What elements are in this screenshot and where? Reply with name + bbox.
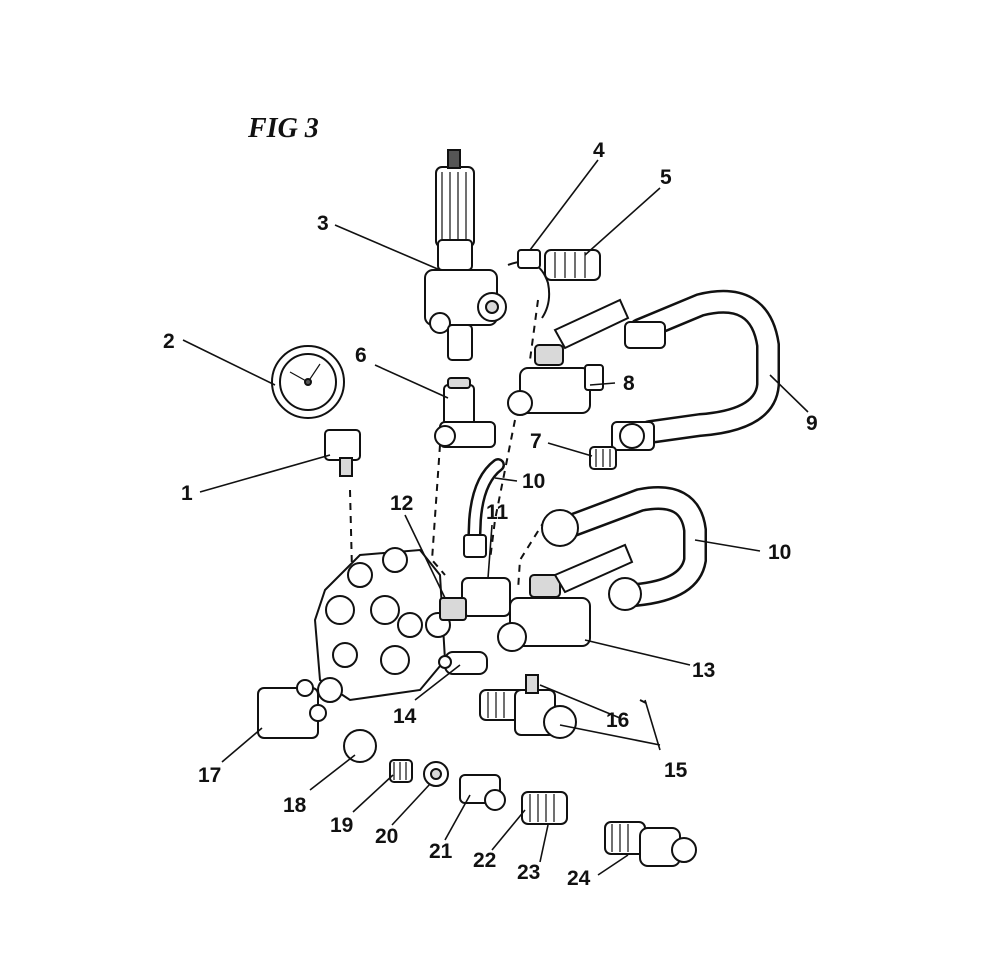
thermal-block-part-17: [257, 679, 327, 739]
callout-3: 3: [317, 212, 329, 235]
leader-lines: [182, 159, 809, 876]
ball-valve-part-8: [507, 298, 630, 416]
callout-5: 5: [660, 166, 672, 189]
callout-10-upper: 10: [522, 470, 545, 493]
fittings-row-parts-18-24: [343, 729, 697, 867]
unloader-valve-part-3: [424, 149, 507, 361]
callout-18: 18: [283, 794, 307, 817]
callout-12: 12: [390, 492, 413, 515]
callout-11: 11: [486, 501, 509, 524]
callout-13: 13: [692, 659, 715, 682]
injector-tee-parts-15-16: [479, 674, 577, 739]
nipple-part-7: [589, 446, 617, 470]
ball-valve-part-13: [497, 543, 634, 652]
elbow-part-14: [438, 651, 488, 675]
manifold-block: [313, 547, 447, 703]
pressure-gauge-part-2: [271, 345, 361, 477]
callout-9: 9: [806, 412, 818, 435]
fitting-parts-11-12: [425, 577, 511, 638]
figure-title: FIG 3: [247, 113, 319, 144]
callout-14: 14: [393, 705, 417, 728]
callout-24: 24: [567, 867, 591, 890]
hose-part-9: [611, 289, 780, 451]
bent-tube-part-10-upper: [463, 458, 505, 558]
nut-part-18: [343, 729, 377, 763]
callout-numbers: 1 2 3 4 5 6 7 8 9 10 10 11 12 13 14 15 1…: [163, 139, 818, 890]
callout-1: 1: [181, 482, 193, 505]
tee-fitting-part-6: [434, 377, 496, 448]
callout-6: 6: [355, 344, 367, 367]
callout-2: 2: [163, 330, 175, 353]
hose-part-10-lower: [541, 486, 707, 611]
callout-8: 8: [623, 372, 635, 395]
callout-19: 19: [330, 814, 353, 837]
callout-23: 23: [517, 861, 540, 884]
callout-4: 4: [593, 139, 605, 162]
callout-20: 20: [375, 825, 398, 848]
callout-16: 16: [606, 709, 629, 732]
callout-21: 21: [429, 840, 453, 863]
callout-7: 7: [530, 430, 542, 453]
unloader-fittings-parts-4-5: [507, 249, 601, 319]
callout-22: 22: [473, 849, 496, 872]
callout-15: 15: [664, 759, 688, 782]
callout-10-lower: 10: [768, 541, 791, 564]
callout-17: 17: [198, 764, 221, 787]
